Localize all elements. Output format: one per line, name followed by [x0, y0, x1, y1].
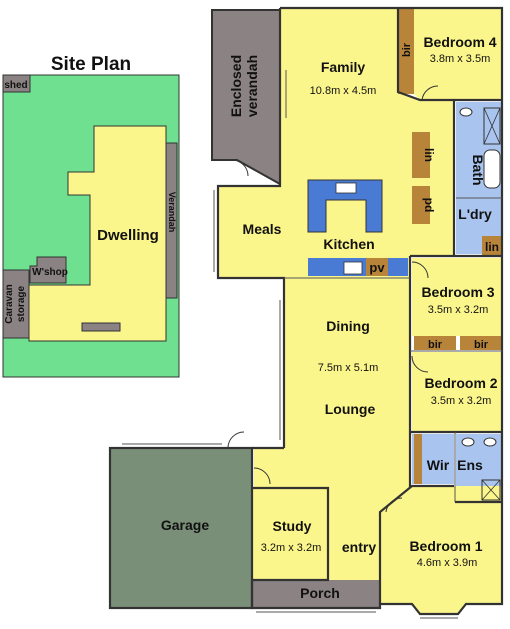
- dining-label: Dining: [326, 318, 370, 334]
- wir-shelf: [414, 434, 422, 484]
- ensuite-shower: [481, 479, 501, 501]
- dwelling-small-building: [81, 322, 121, 332]
- kitchen-label: Kitchen: [323, 236, 374, 252]
- caravan-label-1: Caravan: [4, 284, 15, 323]
- door-verandah: [231, 159, 249, 177]
- ensuite-basin-1: [461, 437, 475, 447]
- verandah-label-1: Enclosed: [228, 55, 244, 117]
- bedroom-3: [412, 258, 502, 336]
- shed-label: shed: [4, 80, 27, 91]
- site-plan-title: Site Plan: [51, 54, 131, 75]
- bed4-wall: [396, 8, 502, 102]
- bir-bedroom-4: [398, 8, 414, 94]
- caravan-storage: [2, 269, 30, 339]
- pv-pantry: [366, 258, 388, 276]
- wshop: [29, 256, 67, 284]
- ensuite-shower-cross-2: [481, 479, 501, 501]
- pv-label: pv: [369, 260, 385, 275]
- lin-label-1: lin: [422, 148, 436, 162]
- room-fills: [110, 8, 502, 614]
- bath-label: Bath: [470, 154, 486, 185]
- lounge-dims: 7.5m x 5.1m: [318, 362, 379, 374]
- pantry-pd: [412, 186, 430, 224]
- site-verandah-label: Verandah: [167, 192, 177, 233]
- bir-4-label: bir: [401, 42, 413, 57]
- porch-label: Porch: [300, 585, 340, 601]
- linen-cupboard: [412, 132, 430, 178]
- cooktop: [343, 261, 363, 275]
- windows: [122, 190, 458, 619]
- ensuite-basin-2: [483, 437, 497, 447]
- meals-label: Meals: [243, 221, 282, 237]
- verandah-label-2: verandah: [244, 55, 260, 117]
- meals-area: [218, 186, 282, 278]
- bedroom-2-label: Bedroom 2: [424, 375, 497, 391]
- door-bed2: [411, 355, 429, 373]
- study: [252, 488, 328, 580]
- shower: [483, 107, 501, 145]
- caravan-label-2: storage: [16, 286, 27, 323]
- ldry-label: L'dry: [458, 206, 492, 222]
- bedroom-1-dims: 4.6m x 3.9m: [417, 557, 478, 569]
- study-label: Study: [273, 518, 312, 534]
- lounge-label: Lounge: [325, 401, 376, 417]
- garage-label: Garage: [161, 517, 209, 533]
- bir-3-label: bir: [428, 339, 443, 351]
- doors: [227, 85, 439, 513]
- dwelling-footprint: [28, 125, 167, 342]
- door-bed1: [385, 497, 403, 513]
- door-bed4: [421, 85, 439, 101]
- fixtures: [335, 107, 501, 501]
- kitchen-island: [307, 179, 383, 233]
- door-garage: [227, 431, 245, 449]
- enclosed-verandah: [211, 9, 281, 186]
- bathtub: [483, 149, 501, 189]
- garage-walls: [108, 446, 254, 610]
- bir-2-label: bir: [474, 339, 489, 351]
- entry-label: entry: [342, 539, 376, 555]
- lin-label-2: lin: [485, 240, 499, 254]
- living-west-wall: [216, 8, 286, 448]
- bedroom-4: [414, 8, 502, 100]
- door-study: [253, 467, 271, 485]
- door-bed3: [411, 261, 429, 279]
- shed: [2, 74, 31, 93]
- bedroom-4-label: Bedroom 4: [423, 34, 496, 50]
- study-dims: 3.2m x 3.2m: [261, 542, 322, 554]
- wshop-label: W'shop: [32, 267, 68, 278]
- bedroom-2: [412, 352, 502, 432]
- room-labels: Family 10.8m x 4.5m Enclosed verandah Be…: [161, 34, 499, 601]
- bedroom-1-label: Bedroom 1: [409, 538, 482, 554]
- family-label: Family: [321, 59, 366, 75]
- shower-cross-2: [483, 107, 501, 145]
- site-plan: Site Plan shed Verandah Dwelling W'shop …: [2, 54, 180, 378]
- bedroom-3-label: Bedroom 3: [421, 284, 494, 300]
- bir-bedroom-2: [460, 336, 502, 350]
- pd-label: pd: [422, 198, 436, 213]
- kitchen-sink: [335, 182, 357, 194]
- ens-label: Ens: [457, 457, 483, 473]
- dwelling-label: Dwelling: [97, 227, 159, 244]
- study-walls: [252, 486, 330, 582]
- porch: [252, 580, 380, 608]
- wir-label: Wir: [427, 457, 450, 473]
- bedroom-4-dims: 3.8m x 3.5m: [430, 53, 491, 65]
- bedroom-2-dims: 3.5m x 3.2m: [431, 395, 492, 407]
- garage: [110, 448, 252, 608]
- bir-bedroom-3: [414, 336, 456, 350]
- bedroom-3-dims: 3.5m x 3.2m: [428, 304, 489, 316]
- bath-basin: [459, 107, 473, 117]
- bedroom-1: [380, 486, 502, 614]
- linen-cupboard-2: [482, 236, 502, 256]
- family-dims: 10.8m x 4.5m: [310, 85, 377, 97]
- outer-wall: [250, 6, 504, 616]
